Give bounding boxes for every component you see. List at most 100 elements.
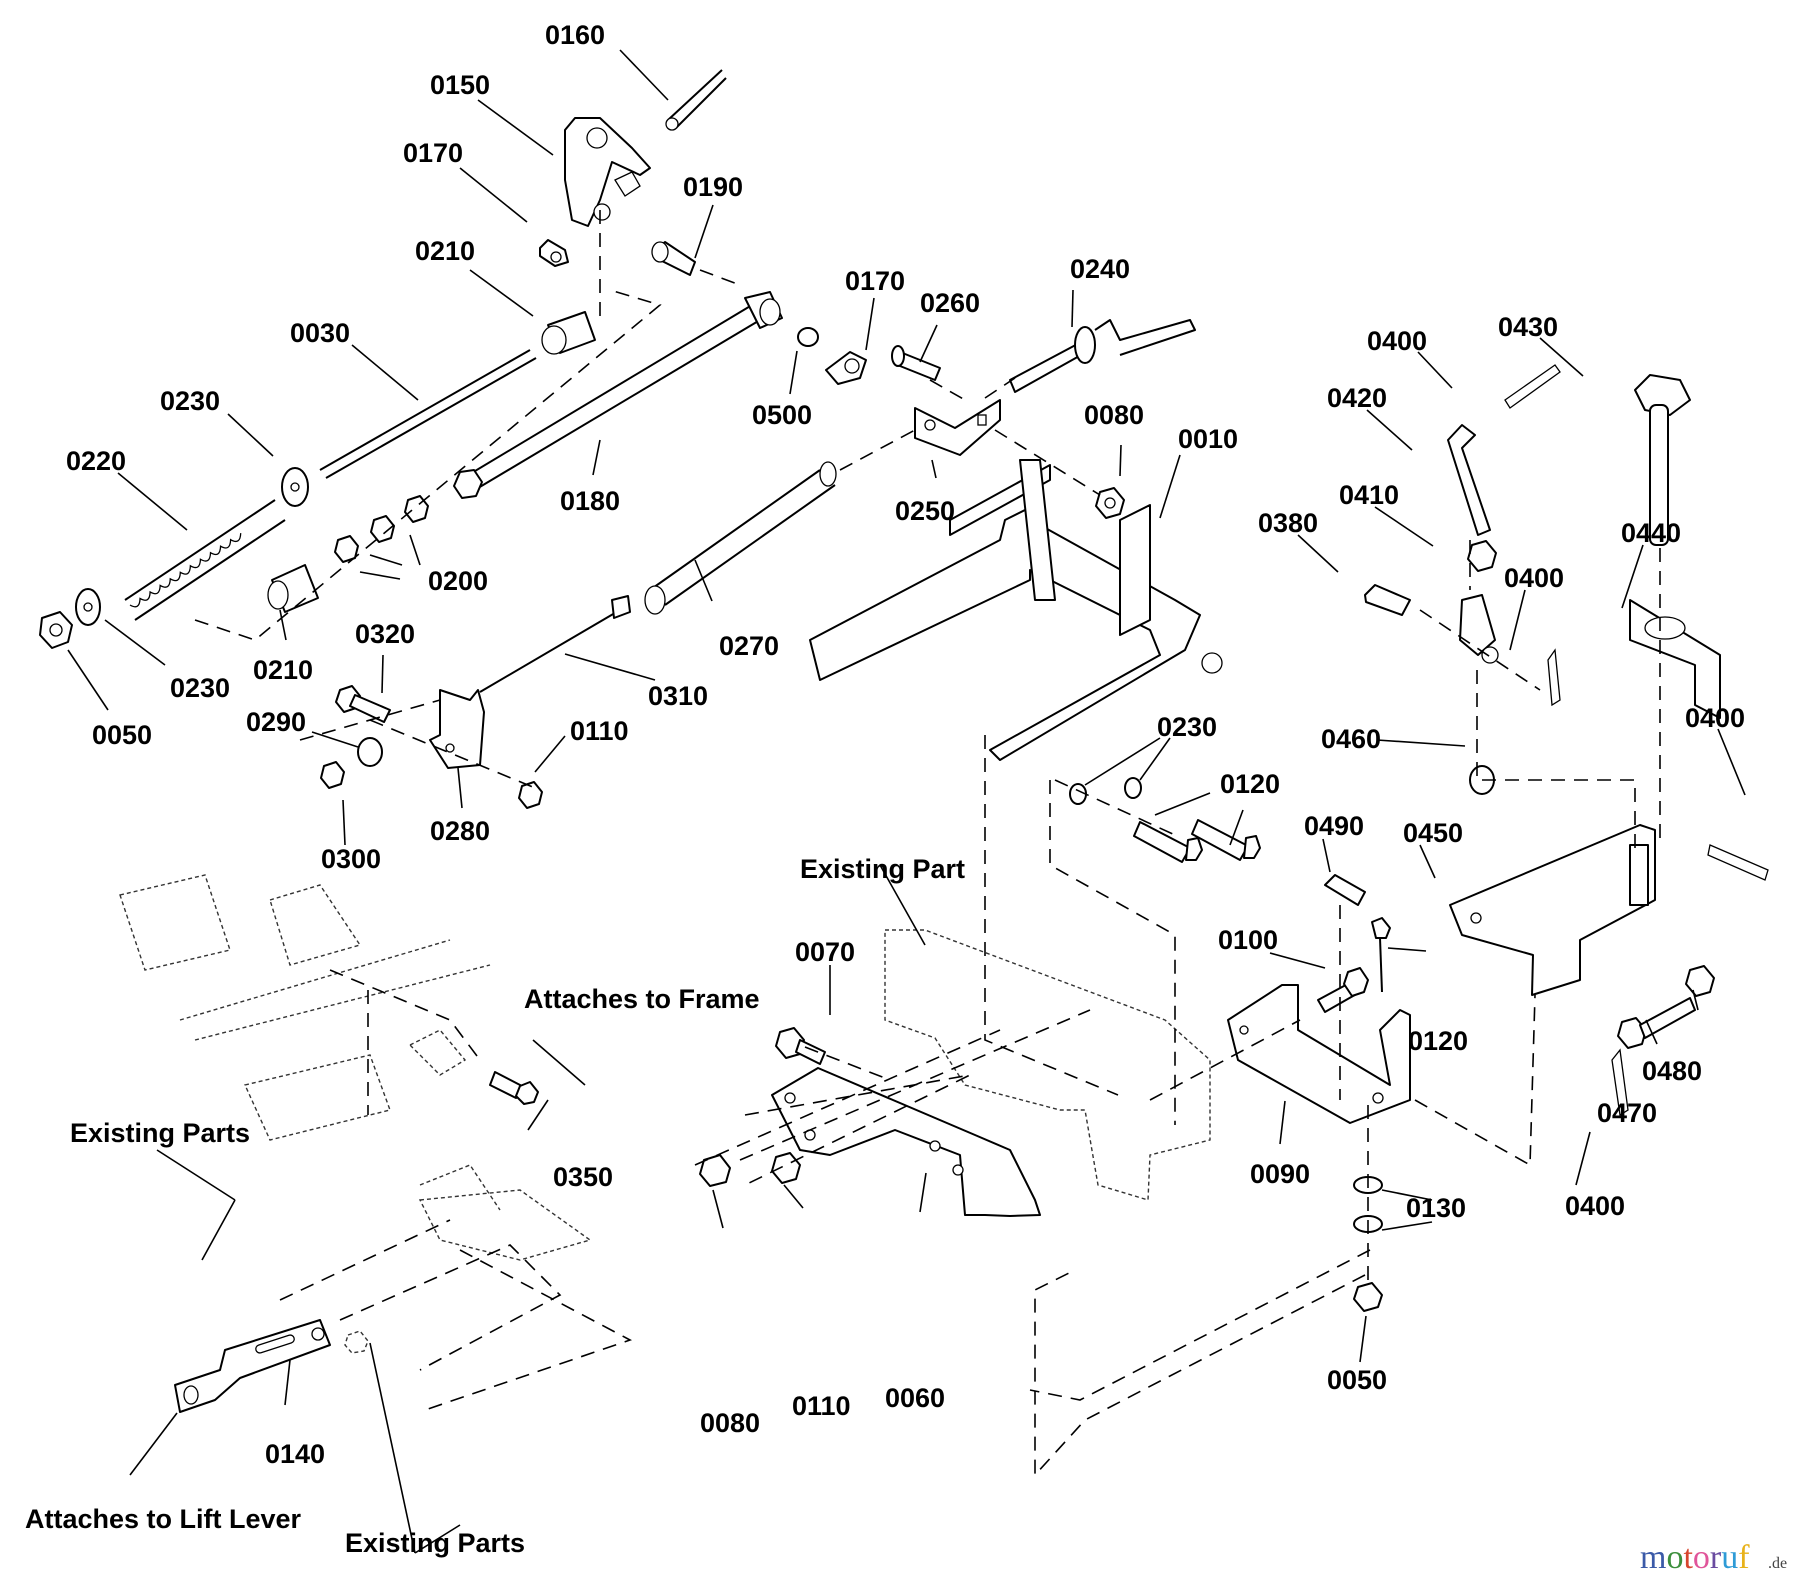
part-0180-arm [453, 291, 783, 499]
part-0400-clip-mid [1547, 648, 1561, 707]
callout-0210-b: 0210 [253, 655, 313, 685]
part-0140-link [174, 1319, 331, 1413]
part-0490-pin [1324, 874, 1366, 906]
existing-part-housing [884, 929, 1211, 1201]
callout-0500: 0500 [752, 400, 812, 430]
callout-0160: 0160 [545, 20, 605, 50]
watermark-letter: u [1721, 1539, 1738, 1576]
callout-0380: 0380 [1258, 508, 1318, 538]
callout-0400-a: 0400 [1367, 326, 1427, 356]
part-0110-nut-b [771, 1152, 801, 1184]
part-0400-clip-top [1504, 364, 1561, 409]
watermark-letter: f [1738, 1539, 1750, 1576]
callout-0230-c: 0230 [1157, 712, 1217, 742]
part-0170-clip-b [825, 351, 867, 385]
callout-0090: 0090 [1250, 1159, 1310, 1189]
part-0290-washer [357, 737, 383, 767]
callout-0230-a: 0230 [160, 386, 220, 416]
part-0440-plate [1629, 599, 1721, 719]
part-0410-yoke [1459, 594, 1499, 664]
part-0030-rod [319, 349, 537, 479]
callout-0250: 0250 [895, 496, 955, 526]
callout-0080-a: 0080 [1084, 400, 1144, 430]
callout-0120-a: 0120 [1220, 769, 1280, 799]
part-0070-bolt [775, 1027, 826, 1065]
watermark-letter: o [1666, 1539, 1683, 1576]
watermark: motoruf .de [1640, 1539, 1787, 1576]
callout-0170-a: 0170 [403, 138, 463, 168]
part-0080-nut-b [699, 1154, 731, 1187]
part-0210-spacer-b [267, 564, 319, 613]
part-0120-bolt-right [1371, 917, 1391, 993]
callout-0140: 0140 [265, 1439, 325, 1469]
part-0240-rod [1009, 319, 1196, 393]
callout-0050-a: 0050 [92, 720, 152, 750]
part-0120-bolts-mid [1133, 819, 1261, 863]
part-0050-nut-bottom [1353, 1282, 1383, 1312]
callout-0230-b: 0230 [170, 673, 230, 703]
callout-0410: 0410 [1339, 480, 1399, 510]
watermark-logo: motoruf [1640, 1539, 1750, 1576]
callout-0120-b: 0120 [1408, 1026, 1468, 1056]
part-0250-bracket [914, 399, 1001, 456]
callout-0480: 0480 [1642, 1056, 1702, 1086]
callout-0180: 0180 [560, 486, 620, 516]
callout-0440: 0440 [1621, 518, 1681, 548]
callout-0060: 0060 [885, 1383, 945, 1413]
callout-0310: 0310 [648, 681, 708, 711]
part-0310-rod [479, 595, 631, 693]
part-0320-bolt [335, 685, 391, 723]
part-0010-frame [809, 459, 1223, 761]
part-0060-bracket [771, 1067, 1041, 1217]
annotation-existing-part: Existing Part [800, 854, 965, 884]
callout-0450: 0450 [1403, 818, 1463, 848]
part-0230-washers-mid [1069, 777, 1142, 805]
callout-0400-c: 0400 [1685, 703, 1745, 733]
part-0380-pin [1364, 584, 1411, 616]
callout-labels: 0160 0150 0170 0190 0210 0030 0230 0220 … [25, 20, 1745, 1558]
part-0200-nuts [334, 495, 429, 563]
leader-lines [67, 49, 1746, 1554]
callout-0110-b: 0110 [792, 1391, 851, 1421]
callout-0290: 0290 [246, 707, 306, 737]
callout-0030: 0030 [290, 318, 350, 348]
callout-0240: 0240 [1070, 254, 1130, 284]
part-0230-washer-upper [281, 467, 309, 507]
part-0400-clip-right [1707, 844, 1769, 881]
part-0300-nut [320, 761, 345, 789]
existing-nut [344, 1330, 369, 1354]
callout-0350: 0350 [553, 1162, 613, 1192]
part-0270-spring [644, 461, 837, 615]
watermark-suffix: .de [1768, 1555, 1787, 1572]
callout-0470: 0470 [1597, 1098, 1657, 1128]
callout-0280: 0280 [430, 816, 490, 846]
part-0220-spring [124, 499, 286, 621]
callout-0130: 0130 [1406, 1193, 1466, 1223]
part-0110-nut-a [518, 781, 543, 809]
callout-0320: 0320 [355, 619, 415, 649]
part-0470-bolt [1617, 997, 1696, 1049]
callout-0200: 0200 [428, 566, 488, 596]
part-0350-bolt [489, 1071, 539, 1105]
callout-0210-a: 0210 [415, 236, 475, 266]
callout-0270: 0270 [719, 631, 779, 661]
callout-0260: 0260 [920, 288, 980, 318]
assembly-lines [194, 210, 1661, 1478]
part-0480-nut [1685, 965, 1715, 997]
annotation-existing-parts-left: Existing Parts [70, 1118, 250, 1148]
part-0410-nut [1467, 540, 1497, 572]
part-0210-spacer-a [541, 311, 596, 355]
watermark-letter: t [1683, 1539, 1693, 1576]
callout-0070: 0070 [795, 937, 855, 967]
part-0050-nut-left [39, 611, 73, 649]
part-0400-clip-bottom [1611, 1048, 1629, 1117]
parts-layer [39, 69, 1769, 1413]
callout-0400-d: 0400 [1565, 1191, 1625, 1221]
callout-0100: 0100 [1218, 925, 1278, 955]
callout-0050-b: 0050 [1327, 1365, 1387, 1395]
callout-0430: 0430 [1498, 312, 1558, 342]
part-0420-pin [1447, 424, 1491, 536]
part-0450-bracket [1449, 824, 1656, 996]
callout-0300: 0300 [321, 844, 381, 874]
